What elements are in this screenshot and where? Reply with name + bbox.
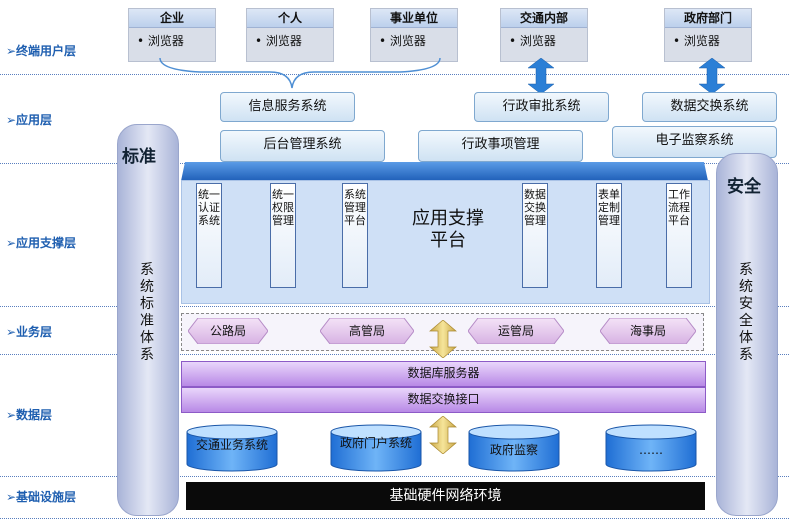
business-shape xyxy=(468,318,564,344)
security-title: 安全 xyxy=(727,177,761,197)
app-e-supervision: 电子监察系统 xyxy=(612,126,777,158)
app-info-service: 信息服务系统 xyxy=(220,92,355,122)
user-box-institution: 事业单位 • 浏览器 xyxy=(370,8,458,62)
infrastructure-bar: 基础硬件网络环境 xyxy=(186,482,705,510)
db-gov-supervision: 政府监察 xyxy=(489,443,538,457)
user-item: • 浏览器 xyxy=(673,34,720,48)
business-maritime-bureau: 海事局 xyxy=(629,324,666,338)
app-admin-affairs: 行政事项管理 xyxy=(418,130,583,162)
db-transport-business: 交通业务系统 xyxy=(195,438,268,452)
security-text-content: 系统安全体系 xyxy=(739,262,753,363)
double-arrow-icon xyxy=(527,58,555,94)
db-more: …… xyxy=(639,443,663,457)
module-label: 统一认证系统 xyxy=(198,188,220,227)
business-transport-bureau: 运管局 xyxy=(497,324,534,338)
security-pillar xyxy=(716,153,778,516)
db-gov-portal: 政府门户系统 xyxy=(339,436,412,450)
double-arrow-icon xyxy=(698,58,726,94)
module-label: 表单定制管理 xyxy=(598,188,620,227)
module-label: 系统管理平台 xyxy=(344,188,366,227)
layer-label-terminal: ➢终端用户层 xyxy=(6,44,77,58)
business-shape xyxy=(600,318,696,344)
module-label: 统一权限管理 xyxy=(272,188,294,227)
user-item: • 浏览器 xyxy=(137,34,184,48)
user-item: • 浏览器 xyxy=(379,34,426,48)
user-item: • 浏览器 xyxy=(509,34,556,48)
module-workflow: 工作流程平台 xyxy=(666,183,692,288)
business-highway-bureau: 公路局 xyxy=(209,324,246,338)
user-title: 事业单位 xyxy=(371,9,457,28)
standard-pillar xyxy=(117,124,179,516)
layer-label-infrastructure: ➢基础设施层 xyxy=(6,490,77,504)
standard-text-content: 系统标准体系 xyxy=(140,262,154,363)
business-shape xyxy=(320,318,414,344)
standard-title: 标准 xyxy=(122,147,156,167)
module-label: 工作流程平台 xyxy=(668,188,690,227)
app-admin-approval: 行政审批系统 xyxy=(474,92,609,122)
user-title: 政府部门 xyxy=(665,9,751,28)
database-cylinder xyxy=(186,424,278,472)
user-box-individual: 个人 • 浏览器 xyxy=(246,8,334,62)
user-box-enterprise: 企业 • 浏览器 xyxy=(128,8,216,62)
layer-label-data: ➢数据层 xyxy=(6,408,53,422)
user-box-government: 政府部门 • 浏览器 xyxy=(664,8,752,62)
business-expressway-bureau: 高管局 xyxy=(348,324,385,338)
app-backend-mgmt: 后台管理系统 xyxy=(220,130,385,162)
user-title: 个人 xyxy=(247,9,333,28)
data-exchange-interface-bar: 数据交换接口 xyxy=(181,387,706,413)
db-server-bar: 数据库服务器 xyxy=(181,361,706,387)
user-brace xyxy=(159,57,441,89)
module-data-exchange-mgmt: 数据交换管理 xyxy=(522,183,548,288)
layer-label-application: ➢应用层 xyxy=(6,113,53,127)
database-cylinder xyxy=(605,424,697,472)
layer-label-support: ➢应用支撑层 xyxy=(6,236,77,250)
database-cylinder xyxy=(468,424,560,472)
user-title: 交通内部 xyxy=(501,9,587,28)
module-system-mgmt: 系统管理平台 xyxy=(342,183,368,288)
double-arrow-icon xyxy=(429,416,457,454)
standard-text: 系统标准体系 xyxy=(139,262,155,364)
platform-roof xyxy=(181,162,708,181)
user-box-transport-internal: 交通内部 • 浏览器 xyxy=(500,8,588,62)
platform-title-text: 应用支撑平台 xyxy=(412,208,484,251)
database-cylinder xyxy=(330,424,422,472)
module-unified-auth: 统一认证系统 xyxy=(196,183,222,288)
app-data-exchange: 数据交换系统 xyxy=(642,92,777,122)
user-item: • 浏览器 xyxy=(255,34,302,48)
platform-title: 应用支撑平台 xyxy=(410,208,486,252)
security-text: 系统安全体系 xyxy=(738,262,754,364)
module-unified-permission: 统一权限管理 xyxy=(270,183,296,288)
module-form-custom: 表单定制管理 xyxy=(596,183,622,288)
business-shape xyxy=(188,318,268,344)
user-title: 企业 xyxy=(129,9,215,28)
layer-label-business: ➢业务层 xyxy=(6,325,53,339)
module-label: 数据交换管理 xyxy=(524,188,546,227)
double-arrow-icon xyxy=(429,320,457,358)
